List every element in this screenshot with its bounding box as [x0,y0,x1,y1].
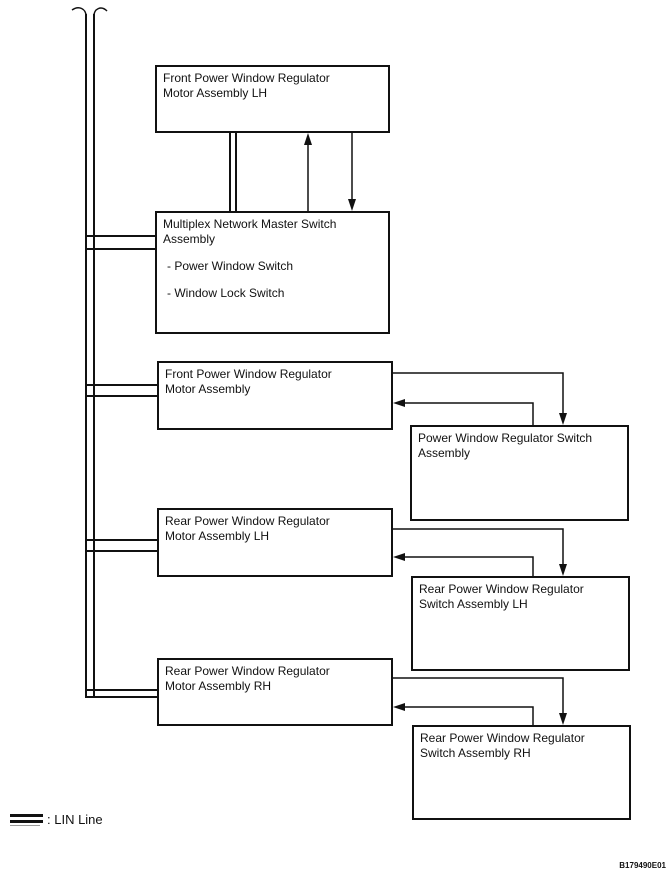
node-label-line: Rear Power Window Regulator [165,664,330,678]
node-rear-power-window-regulator-switch-assembly-lh: Rear Power Window Regulator Switch Assem… [411,576,630,671]
node-label-line: Rear Power Window Regulator [419,582,584,596]
node-front-power-window-regulator-motor-assembly-lh: Front Power Window Regulator Motor Assem… [155,65,390,133]
arrowhead-down [559,564,567,576]
node-label-line: Motor Assembly LH [165,529,270,543]
arrowhead-left [393,553,405,561]
node-rear-power-window-regulator-motor-assembly-lh: Rear Power Window Regulator Motor Assemb… [157,508,393,577]
arrowhead-down [348,199,356,211]
lin-line-symbol-shadow [10,825,40,826]
arrowhead-down [559,413,567,425]
node-label-line: Switch Assembly RH [420,746,531,760]
lin-bus-vertical [85,14,95,698]
node-label-line: Power Window Regulator Switch [418,431,593,445]
bus-curl-right [93,7,108,17]
node-label-line: Motor Assembly [165,382,251,396]
lin-line-symbol [10,814,43,826]
legend: : LIN Line [10,812,103,828]
node-power-window-regulator-switch-assembly: Power Window Regulator Switch Assembly [410,425,629,521]
node-label-line: Front Power Window Regulator [165,367,332,381]
node-front-power-window-regulator-motor-assembly: Front Power Window Regulator Motor Assem… [157,361,393,430]
node-sub-item: - Window Lock Switch [167,286,285,300]
lin-line-symbol-top-bar [10,814,43,817]
node-rear-power-window-regulator-switch-assembly-rh: Rear Power Window Regulator Switch Assem… [412,725,631,820]
node-label-line: Motor Assembly RH [165,679,272,693]
node-label-line: Assembly [418,446,471,460]
node-label-line: Rear Power Window Regulator [165,514,330,528]
node-rear-power-window-regulator-motor-assembly-rh: Rear Power Window Regulator Motor Assemb… [157,658,393,726]
arrowhead-down [559,713,567,725]
lin-branch-rear-motor-lh [86,539,157,552]
arrowhead-left [393,703,405,711]
lin-link-front-lh-master [229,133,237,211]
node-label-line: Multiplex Network Master Switch [163,217,337,231]
node-multiplex-network-master-switch-assembly: Multiplex Network Master Switch Assembly… [155,211,390,334]
lin-line-symbol-bottom-bar [10,820,43,823]
node-label-line: Assembly [163,232,216,246]
figure-code: B179490E01 [619,861,666,870]
arrowhead-left [393,399,405,407]
lin-branch-rear-motor-rh [86,689,157,698]
node-label-line: Rear Power Window Regulator [420,731,585,745]
arrowhead-up [304,133,312,145]
node-label-line: Switch Assembly LH [419,597,528,611]
node-sub-item: - Power Window Switch [167,259,294,273]
legend-label: : LIN Line [47,812,103,827]
lin-branch-front-motor [86,384,157,397]
node-label-line: Front Power Window Regulator [163,71,330,85]
node-label-line: Motor Assembly LH [163,86,268,100]
lin-branch-master-switch [86,235,157,250]
lin-line-symbol-gap [10,817,43,820]
bus-curl-left [71,7,87,17]
